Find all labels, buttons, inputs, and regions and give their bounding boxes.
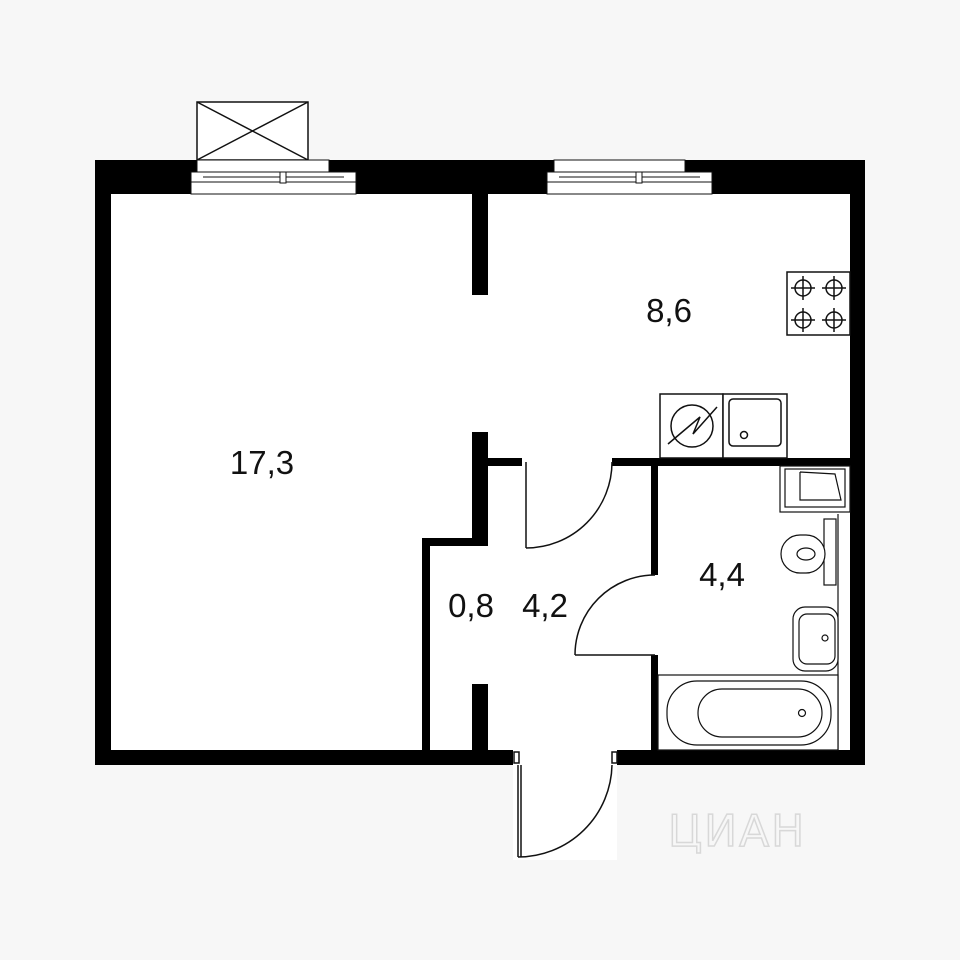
room-area-living: 17,3 xyxy=(230,444,294,481)
window-left xyxy=(190,159,357,195)
bath-wall-lower xyxy=(651,655,658,750)
stove-icon xyxy=(786,271,851,336)
room-area-bathroom: 4,4 xyxy=(699,556,745,593)
closet-wall-side xyxy=(422,538,430,750)
electric-panel-icon xyxy=(659,393,724,459)
washbasin-icon xyxy=(792,606,839,672)
window-right xyxy=(546,159,713,195)
door-bathroom[interactable] xyxy=(574,574,656,656)
partition-upper xyxy=(472,194,488,295)
kitchen-wall-left xyxy=(488,458,522,466)
sink-icon xyxy=(722,393,788,459)
entry-floor xyxy=(513,765,617,860)
bathtub-icon xyxy=(657,674,839,751)
wall-right xyxy=(850,160,865,765)
closet-wall-top xyxy=(422,538,488,546)
door-entrance[interactable] xyxy=(513,751,618,858)
kitchen-wall-right xyxy=(612,458,850,466)
partition-middle xyxy=(472,432,488,546)
room-area-hallway: 4,2 xyxy=(522,587,568,624)
room-area-kitchen: 8,6 xyxy=(646,292,692,329)
wall-left xyxy=(95,160,111,765)
watermark-logo: ЦИАН xyxy=(668,806,806,857)
balcony xyxy=(196,101,309,161)
wall-bottom-right xyxy=(617,750,865,765)
bath-wall-upper xyxy=(651,466,658,575)
washing-machine-icon xyxy=(779,465,851,513)
partition-lower xyxy=(472,684,488,750)
door-kitchen[interactable] xyxy=(525,461,613,549)
room-area-closet: 0,8 xyxy=(448,587,494,624)
wall-bottom-left xyxy=(95,750,513,765)
